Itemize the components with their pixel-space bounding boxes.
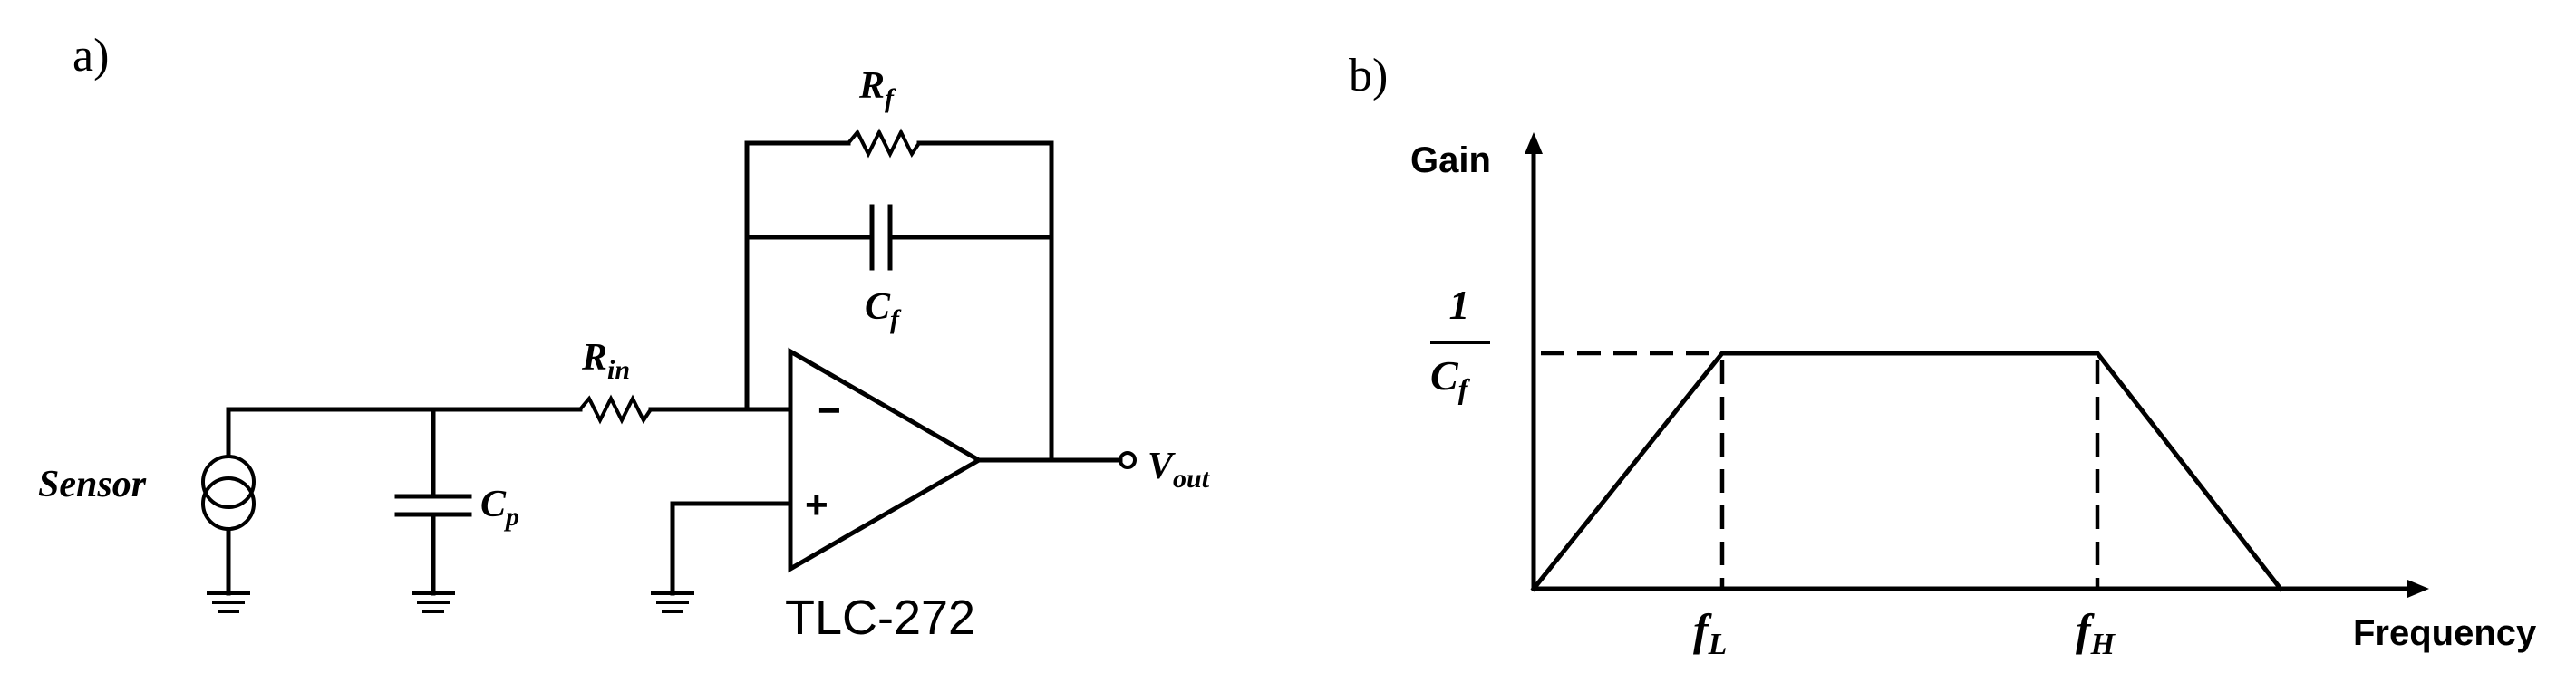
x-axis-arrow — [2407, 580, 2429, 598]
vout-label: Vout — [1148, 446, 1211, 494]
feedback-network — [744, 128, 1054, 463]
gain-numerator: 1 — [1449, 282, 1470, 328]
opamp-plus-label: + — [805, 483, 828, 527]
sensor-label: Sensor — [38, 464, 147, 505]
panel-a-label: a) — [73, 30, 109, 82]
panel-b-bandpass-plot: b) Gain Frequency 1 Cf fL fH — [1349, 50, 2537, 661]
panel-a-circuit: a) Sensor C — [38, 30, 1211, 645]
x-axis-label: Frequency — [2353, 613, 2537, 653]
cp-label: Cp — [480, 484, 519, 532]
opamp-name-label: TLC-272 — [785, 591, 975, 645]
resistor-rin — [578, 394, 750, 425]
y-axis-arrow — [1525, 132, 1543, 154]
fh-label: fH — [2076, 604, 2116, 661]
opamp-minus-label: − — [818, 389, 841, 433]
ground-symbol-opamp — [651, 591, 694, 613]
output-terminal — [976, 451, 1137, 469]
ground-symbol-sensor — [207, 591, 250, 613]
fl-label: fL — [1693, 604, 1727, 661]
capacitor-cp — [394, 407, 472, 613]
cf-label: Cf — [865, 286, 902, 334]
gain-denominator: Cf — [1430, 352, 1471, 405]
ground-symbol-cp — [412, 591, 455, 613]
panel-b-label: b) — [1349, 50, 1388, 101]
rin-label: Rin — [581, 337, 630, 385]
gain-level-label: 1 Cf — [1430, 282, 1490, 405]
y-axis-label: Gain — [1410, 140, 1491, 180]
opamp-tlc272: − + — [651, 347, 984, 613]
bandpass-response-curve — [1530, 351, 2284, 592]
sensor-current-source — [201, 407, 256, 613]
rf-label: Rf — [858, 65, 896, 113]
